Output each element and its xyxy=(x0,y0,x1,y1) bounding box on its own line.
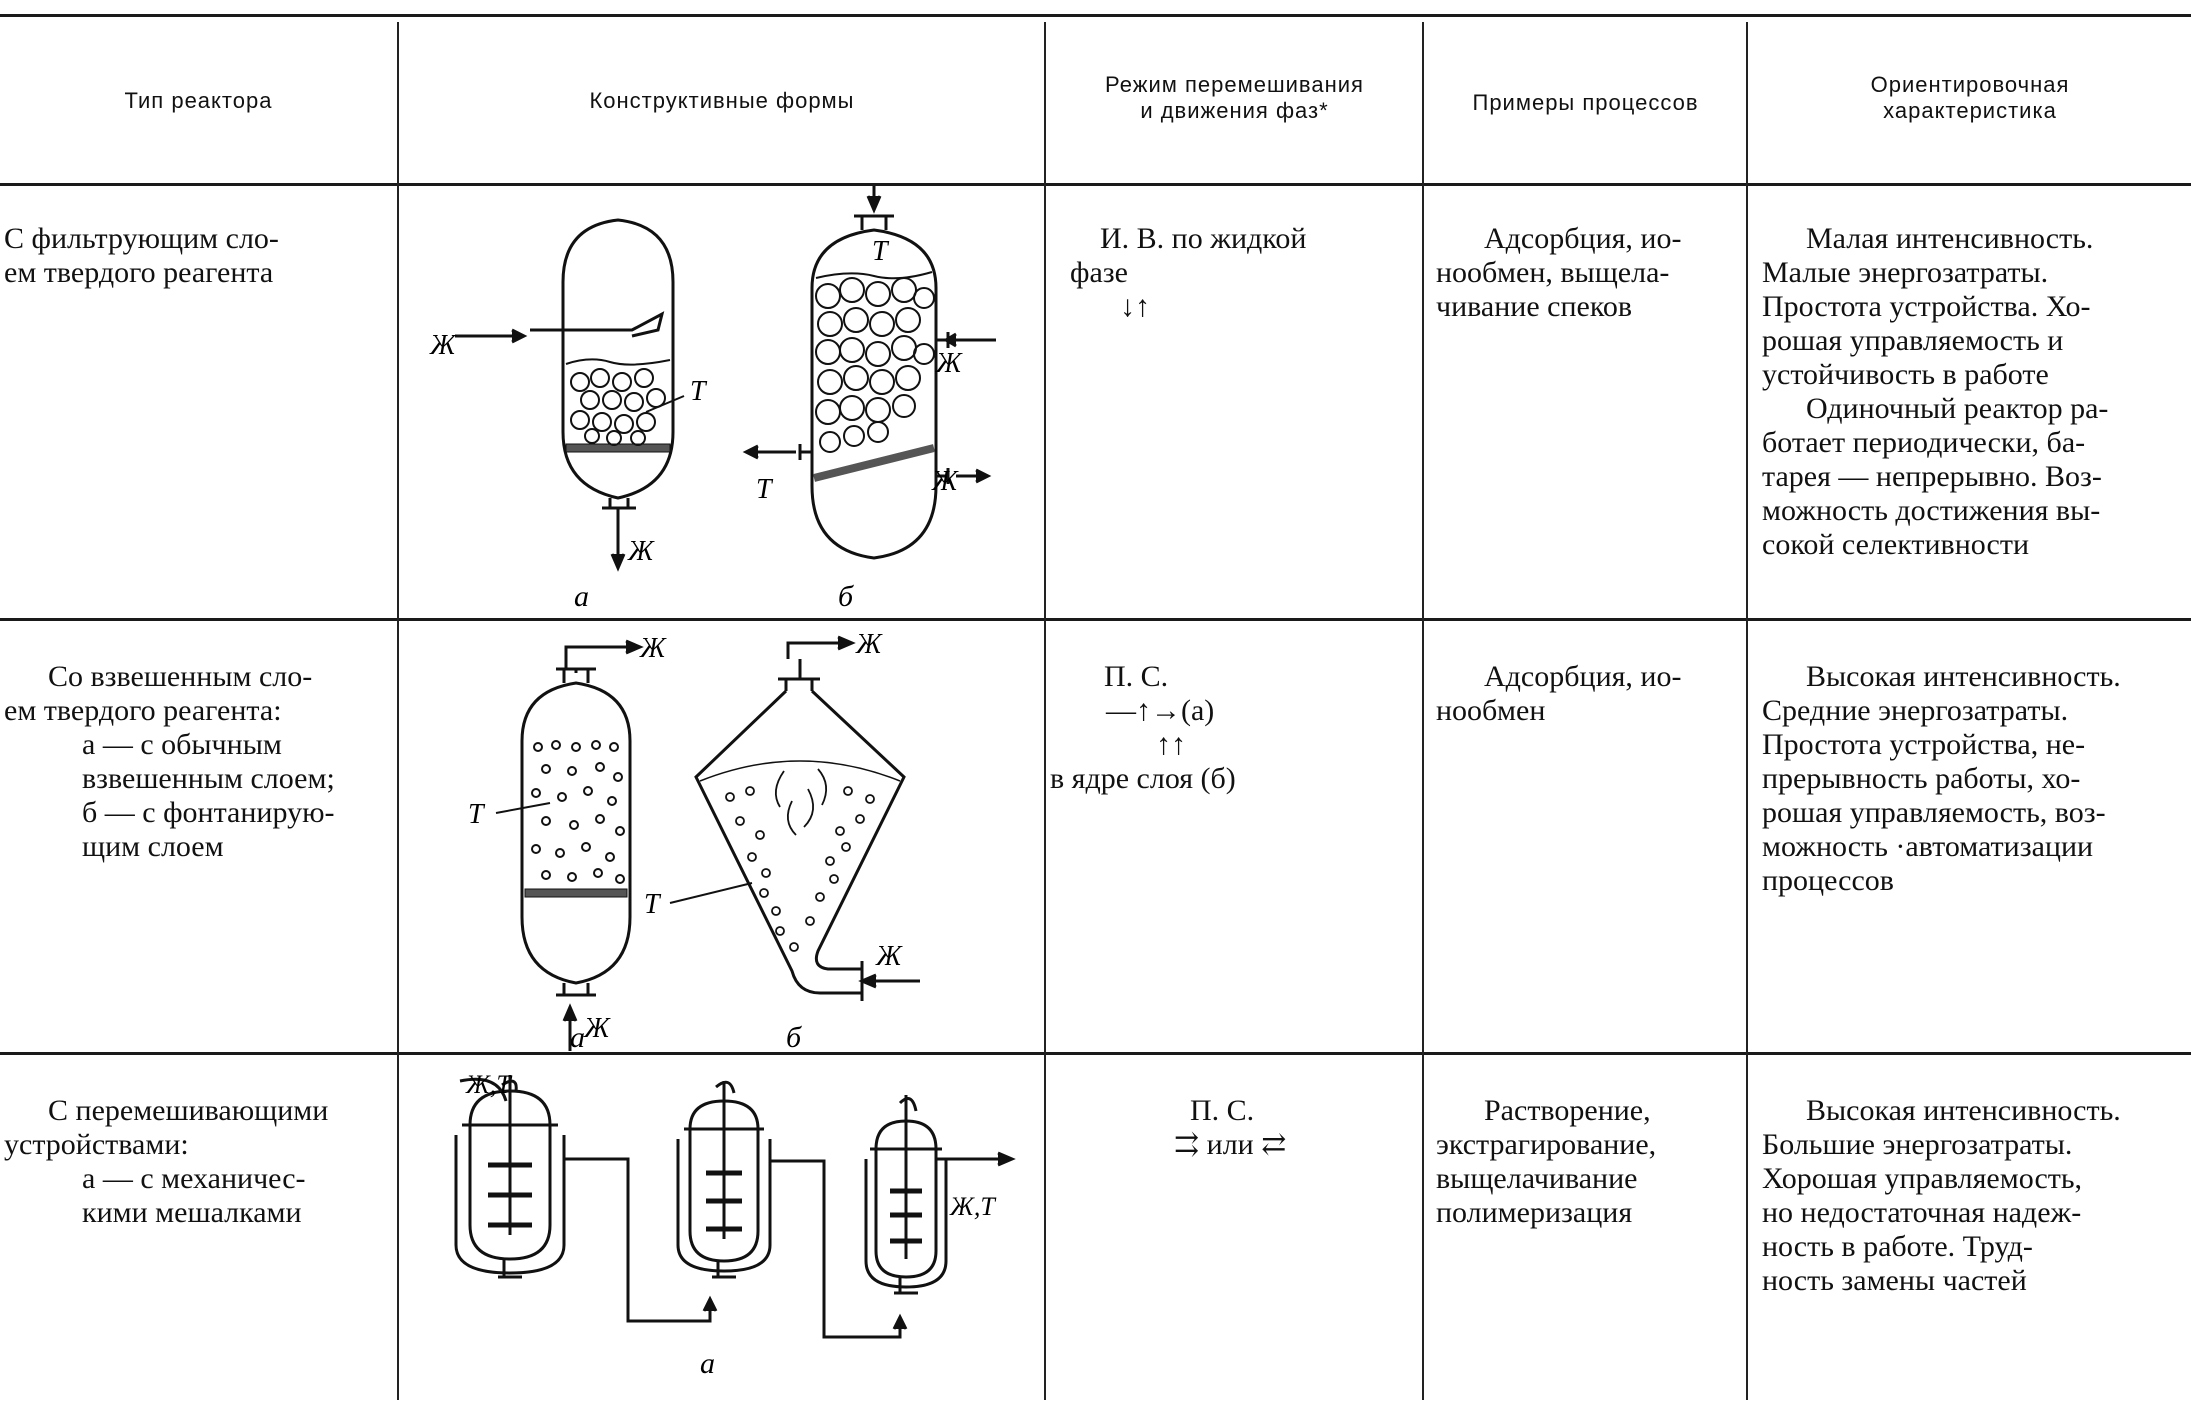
solid-label-b-out: Т xyxy=(756,474,774,505)
row1-examples: Адсорбция, ио- нообмен, выщела- чивание … xyxy=(1436,222,1682,323)
row2-mode: П. С. —↑→(а) ↑↑ в ядре слоя (б) xyxy=(1050,660,1236,795)
inlet-a xyxy=(455,311,665,572)
header-rule xyxy=(0,183,2191,186)
spouted-particles-b xyxy=(725,768,875,952)
header-construction: Конструктивные формы xyxy=(589,88,855,113)
row1-diagram: Ж Т Ж а Т Ж Т Ж б xyxy=(429,186,996,613)
liquid-label-2b-out: Ж xyxy=(855,629,883,660)
row1-mode: И. В. по жидкой фазе ↓↑ xyxy=(1070,222,1307,323)
liquid-label-2b-in: Ж xyxy=(875,941,903,972)
row3-mode: П. С. ⇉ или ⇄ xyxy=(1174,1094,1287,1161)
col-divider-3 xyxy=(1422,22,1424,1400)
row1-rule xyxy=(0,618,2191,621)
filter-reactor-a xyxy=(561,218,675,510)
stirred-reactor-2 xyxy=(676,1080,908,1339)
table-top-rule xyxy=(0,14,2191,17)
row3-type: С перемешивающими устройствами: а — с ме… xyxy=(4,1094,329,1229)
variant-b-label: б xyxy=(838,580,854,613)
solid-label-2b: Т xyxy=(644,889,662,920)
col-divider-2 xyxy=(1044,22,1046,1400)
liquid-label-2a-in: Ж xyxy=(583,1013,611,1044)
header-mode: Режим перемешивания и движения фаз* xyxy=(1105,72,1364,123)
solid-label-b-top: Т xyxy=(872,236,890,267)
row1-characteristic: Малая интенсивность. Малые энергозатраты… xyxy=(1762,222,2109,561)
variant-3a-label: а xyxy=(700,1347,715,1380)
solid-particles-b xyxy=(815,277,935,453)
solid-label-2a: Т xyxy=(468,799,486,830)
liquid-label-b-out: Ж xyxy=(931,466,959,497)
stirred-reactor-1 xyxy=(454,1075,718,1323)
liquid-label-b-in: Ж xyxy=(935,348,963,379)
row3-examples: Растворение, экстрагирование, выщелачива… xyxy=(1436,1094,1657,1229)
liquid-label-a-in: Ж xyxy=(429,330,457,361)
solid-particles-a xyxy=(570,368,666,446)
header-examples: Примеры процессов xyxy=(1472,90,1699,115)
row3-characteristic: Высокая интенсивность. Большие энергозат… xyxy=(1762,1094,2121,1297)
row2-characteristic: Высокая интенсивность. Средние энергозат… xyxy=(1762,660,2121,897)
variant-2a-label: а xyxy=(570,1021,585,1051)
liquid-label-2a-out: Ж xyxy=(639,633,667,664)
row2-type: Со взвешенным сло- ем твердого реагента:… xyxy=(4,660,335,863)
stirred-reactor-3 xyxy=(864,1095,1016,1295)
spouted-reactor-b xyxy=(694,635,920,1001)
row2-examples: Адсорбция, ио- нообмен xyxy=(1436,660,1682,727)
variant-2b-label: б xyxy=(786,1021,802,1051)
input-label: Ж,Т xyxy=(465,1070,512,1099)
header-characteristic: Ориентировочная характеристика xyxy=(1870,72,2070,123)
header-type: Тип реактора xyxy=(124,88,273,113)
col-divider-4 xyxy=(1746,22,1748,1400)
variant-a-label: а xyxy=(574,580,589,613)
liquid-label-a-out: Ж xyxy=(627,536,655,567)
filter-reactor-b xyxy=(742,186,996,560)
fluidized-reactor-a xyxy=(520,639,644,1051)
row2-rule xyxy=(0,1052,2191,1055)
row3-diagram: Ж,Т Ж,Т а xyxy=(454,1070,1016,1380)
fluidized-particles-a xyxy=(531,740,625,884)
col-divider-1 xyxy=(397,22,399,1400)
row1-type: С фильтрующим сло- ем твердого реагента xyxy=(4,222,279,289)
solid-label-a: Т xyxy=(690,376,708,407)
output-label: Ж,Т xyxy=(949,1192,996,1221)
row2-diagram: Ж Т Ж а Ж Т Ж б xyxy=(468,629,920,1051)
